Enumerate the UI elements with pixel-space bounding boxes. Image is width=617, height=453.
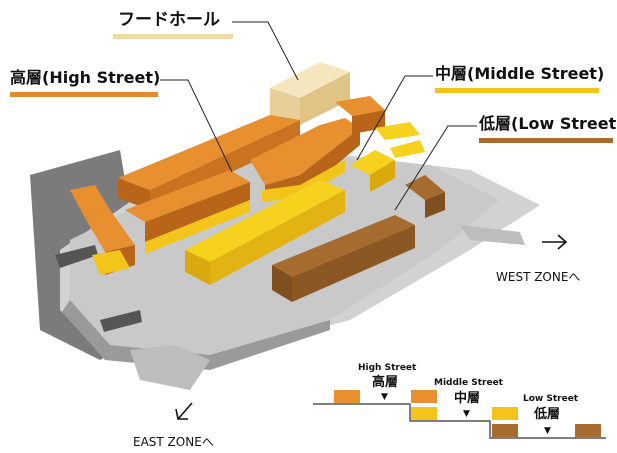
- high-left-yellow: [92, 250, 130, 275]
- legend-high-en: High Street: [358, 363, 417, 373]
- high-row2-top: [125, 170, 250, 222]
- legend-high-marker: ▼: [381, 392, 388, 402]
- east-arrow-icon: [172, 400, 196, 428]
- low-street-label: 低層(Low Street): [479, 114, 617, 133]
- ground-stripe-left: [55, 245, 98, 268]
- food-hall-label: フードホール: [118, 10, 220, 30]
- east-zone-link[interactable]: EAST ZONEへ: [133, 435, 214, 449]
- west-zone-link[interactable]: WEST ZONEへ: [496, 270, 581, 284]
- middle-right-1: [350, 150, 395, 175]
- middle-street-label: 中層(Middle Street): [435, 64, 605, 83]
- high-right-top: [335, 96, 385, 116]
- path-west: [460, 225, 525, 245]
- high-street-underline: [10, 92, 158, 97]
- legend-swatch-middle-yellow: [411, 407, 437, 420]
- middle-block-side: [210, 190, 345, 285]
- low-block-top: [272, 215, 415, 277]
- path-east: [130, 345, 210, 390]
- middle-right-3: [390, 140, 425, 158]
- middle-block-top: [185, 180, 345, 262]
- high-curve-top: [250, 118, 360, 185]
- legend-swatch-low-brown-right: [575, 424, 601, 437]
- high-block-top: [118, 115, 300, 190]
- legend-step-line: [313, 403, 606, 439]
- legend-low-marker: ▼: [544, 426, 551, 436]
- high-block-front: [118, 178, 150, 210]
- legend-middle-en: Middle Street: [434, 378, 503, 388]
- legend-middle-marker: ▼: [463, 409, 470, 419]
- food-hall-top: [270, 62, 350, 98]
- low-block-right-side: [425, 192, 445, 218]
- middle-right-2: [375, 122, 420, 140]
- food-hall-front: [270, 88, 300, 125]
- high-curve-yellow: [262, 160, 345, 202]
- legend-swatch-high: [334, 390, 360, 403]
- legend-swatch-low-yellow: [492, 407, 518, 420]
- callout-line-middle: [356, 75, 433, 161]
- low-block-side: [292, 225, 415, 302]
- high-curve-side: [265, 128, 360, 200]
- high-left-2: [85, 210, 135, 252]
- middle-street-underline: [435, 88, 599, 93]
- callout-line-food-hall: [232, 21, 299, 81]
- low-block-right-top: [405, 175, 445, 200]
- callout-line-low: [394, 125, 477, 211]
- legend-low-jp: 低層: [534, 407, 561, 422]
- legend-swatch-middle-orange: [411, 390, 437, 403]
- high-street-label: 高層(High Street): [10, 68, 161, 87]
- high-row2-yellow: [145, 200, 250, 254]
- west-arrow-icon: [540, 232, 570, 256]
- callout-line-high: [160, 79, 233, 173]
- legend-high-jp: 高層: [372, 375, 399, 390]
- high-left-1: [70, 185, 110, 218]
- food-hall-underline: [113, 34, 233, 39]
- high-row2-side: [145, 182, 250, 242]
- middle-right-1-side: [370, 160, 395, 192]
- food-hall-side: [300, 72, 350, 125]
- ground-stripe-bottom: [100, 310, 142, 332]
- low-block-front: [272, 265, 292, 302]
- legend-low-en: Low Street: [523, 394, 579, 404]
- legend-swatch-low-brown: [492, 424, 518, 437]
- low-street-underline: [479, 138, 613, 143]
- ground-front-lip: [62, 300, 330, 370]
- legend-middle-jp: 中層: [454, 391, 481, 406]
- middle-block-front: [185, 250, 210, 285]
